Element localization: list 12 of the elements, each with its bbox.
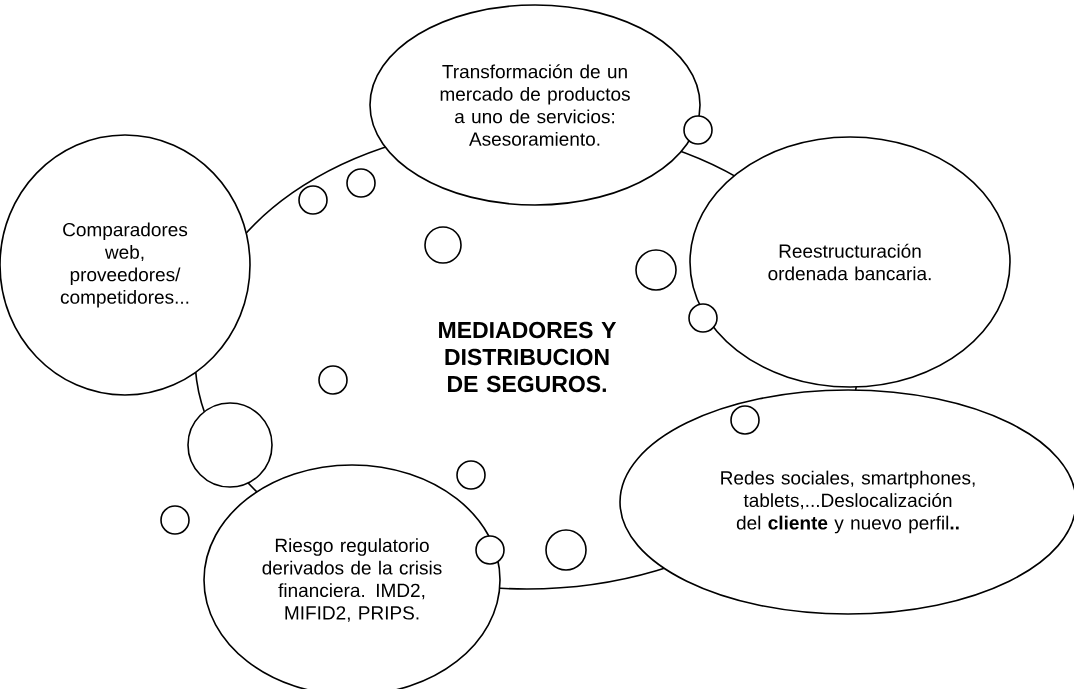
bubble [688,303,718,333]
bubble [456,460,486,490]
bubble [298,185,328,215]
bubble [318,365,348,395]
bubble [187,402,273,488]
bubble [635,249,677,291]
bubble [346,168,376,198]
bubble [160,505,190,535]
bubble [730,405,760,435]
bubble [424,226,462,264]
bubble [545,529,587,571]
bubble [683,115,713,145]
